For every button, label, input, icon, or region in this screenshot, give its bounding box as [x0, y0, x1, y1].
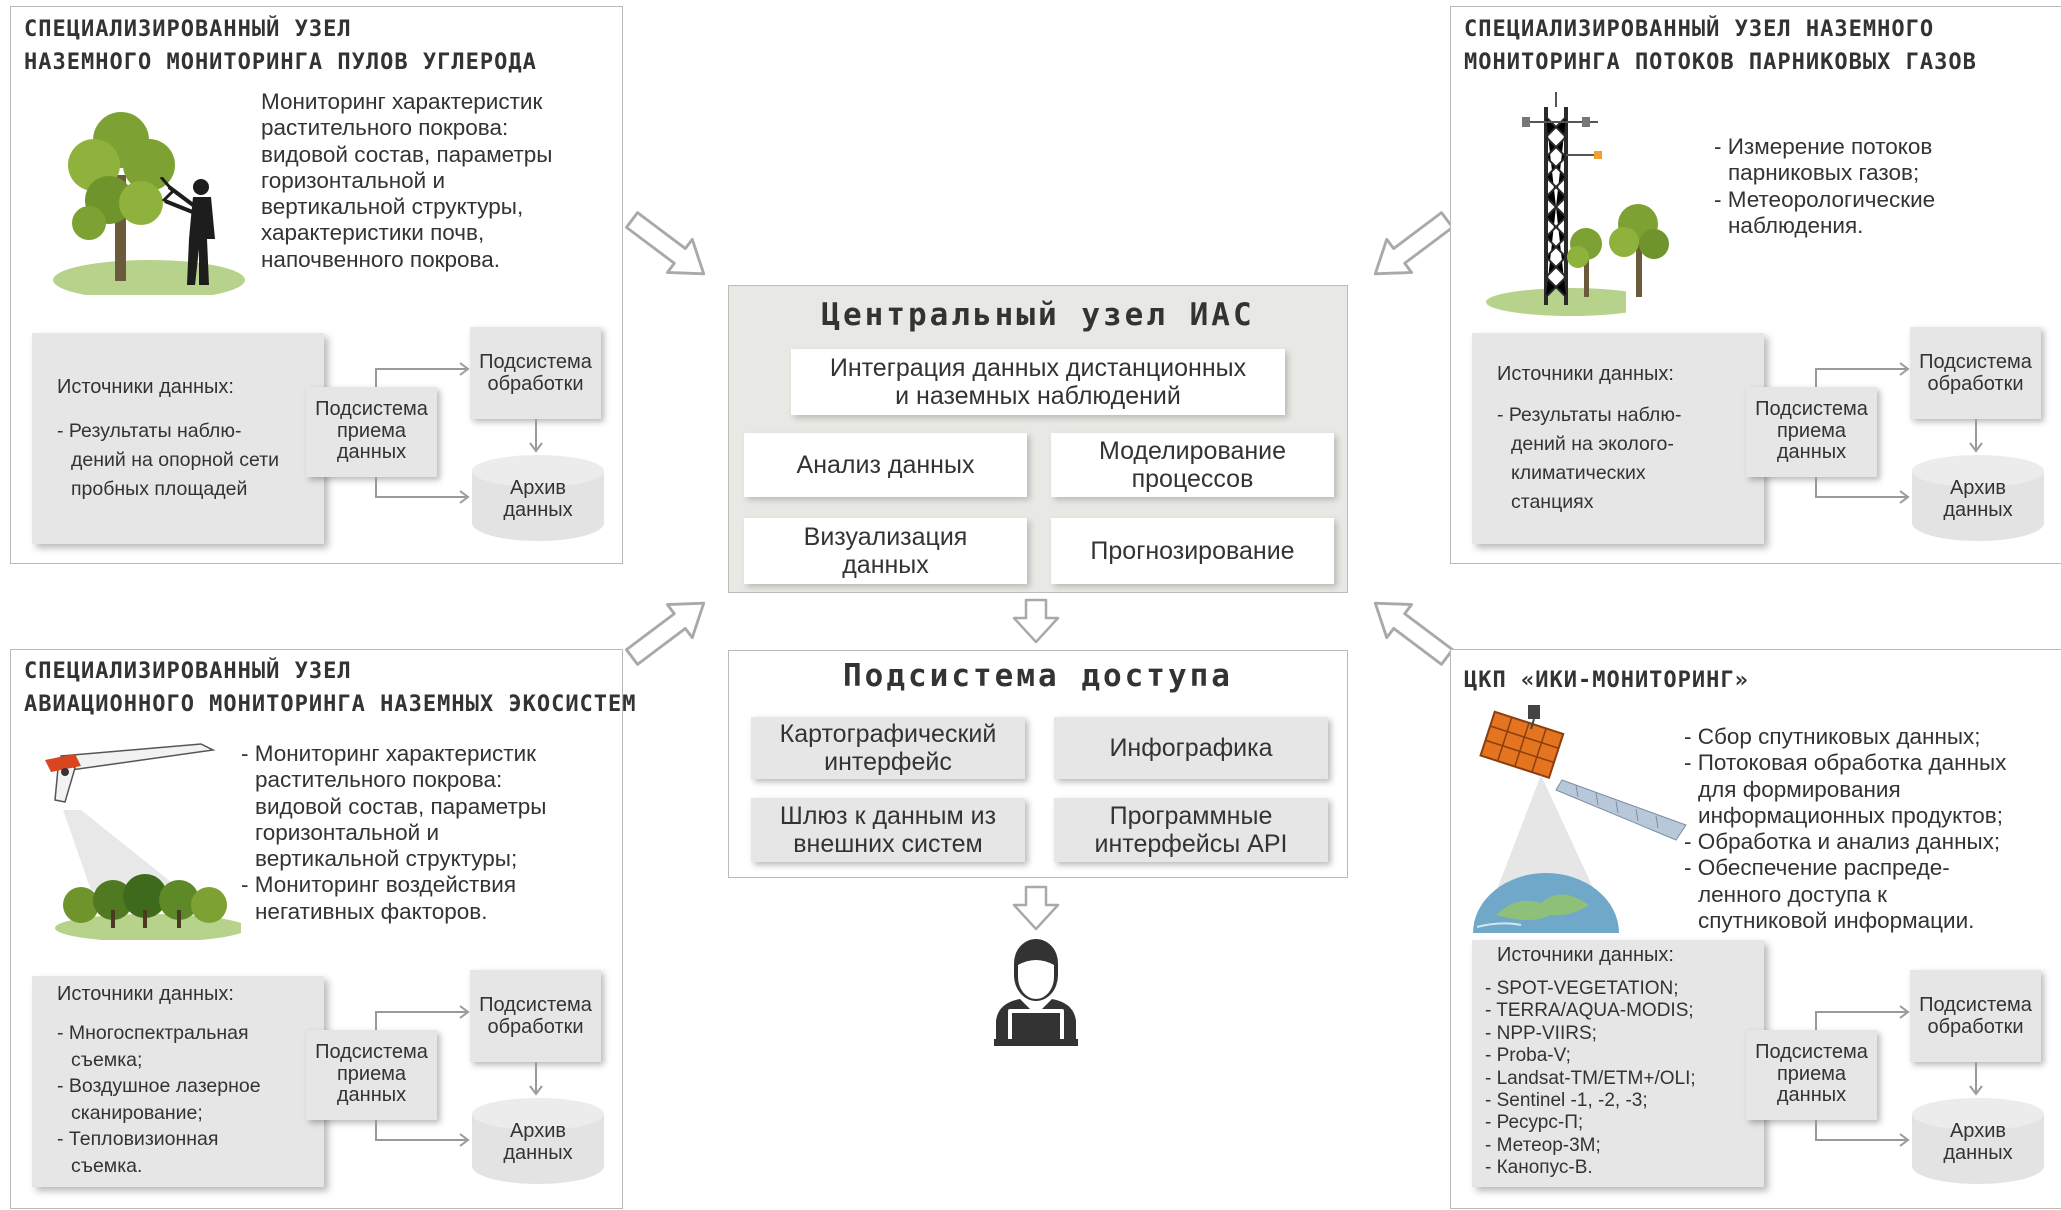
ghg-monitoring-node: Специализированный узел наземного монито… [1450, 6, 2061, 564]
processing-subsystem: Подсистема обработки [470, 327, 601, 419]
flow-connectors [1815, 1005, 1983, 1147]
panel-description: - Мониторинг характеристик растительного… [241, 741, 547, 924]
arrow-icon [1373, 211, 1454, 276]
processing-subsystem: Подсистема обработки [470, 970, 601, 1062]
data-sources-title: Источники данных: [57, 983, 234, 1005]
central-node-title: Центральный узел ИАС [821, 297, 1255, 333]
panel-description: - Сбор спутниковых данных; - Потоковая о… [1684, 724, 2007, 934]
integration-box: Интеграция данных дистанционных и наземн… [791, 349, 1285, 415]
carbon-monitoring-node: Специализированный узел наземного монито… [10, 6, 623, 564]
satellite-icon [1479, 705, 1687, 841]
database-icon [472, 455, 604, 541]
panel-description: - Измерение потоков парниковых газов; - … [1714, 134, 1936, 238]
data-sources-box: Источники данных: - SPOT-VEGETATION; - T… [1472, 940, 1764, 1187]
drone-icon [45, 743, 216, 803]
flux-tower-icon [1486, 92, 1626, 316]
arrow-icon [1012, 885, 1060, 931]
reception-subsystem: Подсистема приема данных [1746, 387, 1877, 477]
infographics-box: Инфографика [1054, 717, 1328, 779]
data-sources-title: Источники данных: [57, 376, 234, 398]
data-sources-list: - Многоспектральная съемка; - Воздушное … [57, 1022, 261, 1177]
tree-icon [53, 112, 245, 295]
reception-subsystem: Подсистема приема данных [306, 1030, 437, 1120]
panel-title: Специализированный узел авиационного мон… [24, 659, 637, 717]
analysis-box: Анализ данных [744, 433, 1027, 497]
data-sources-box: Источники данных: - Многоспектральная съ… [32, 976, 324, 1187]
access-subsystem-title: Подсистема доступа [843, 658, 1233, 694]
database-icon [472, 1098, 604, 1184]
flow-connectors [375, 1005, 543, 1147]
arrow-icon [1373, 601, 1454, 666]
api-box: Программные интерфейсы API [1054, 798, 1328, 862]
reception-subsystem: Подсистема приема данных [306, 387, 437, 477]
trees-icon [1567, 204, 1669, 297]
earth-icon [1473, 775, 1619, 933]
surveyor-icon [159, 177, 215, 285]
cartographic-interface-box: Картографический интерфейс [751, 717, 1025, 779]
data-sources-box: Источники данных: - Результаты наблю- де… [32, 333, 324, 544]
user-laptop-icon [994, 939, 1078, 1046]
visualization-box: Визуализация данных [744, 518, 1027, 584]
flow-connectors [1815, 362, 1983, 504]
external-gateway-box: Шлюз к данным из внешних систем [751, 798, 1025, 862]
data-sources-title: Источники данных: [1497, 944, 1674, 966]
iki-monitoring-node: ЦКП «ИКИ-Мониторинг» - Сбор спутниковых … [1450, 649, 2061, 1209]
forecasting-box: Прогнозирование [1051, 518, 1334, 584]
central-node: Центральный узел ИАС Интеграция данных д… [728, 285, 1348, 593]
panel-title: ЦКП «ИКИ-Мониторинг» [1464, 668, 1749, 693]
panel-title: Специализированный узел наземного монито… [1464, 17, 1977, 75]
data-sources-box: Источники данных: - Результаты наблю- де… [1472, 333, 1764, 544]
panel-description: Мониторинг характеристик растительного п… [261, 89, 553, 272]
data-archive: Архив данных [1910, 1096, 2046, 1188]
data-sources-title: Источники данных: [1497, 363, 1674, 385]
data-sources-list: - Результаты наблю- дений на опорной сет… [57, 420, 280, 500]
processing-subsystem: Подсистема обработки [1910, 327, 2041, 419]
aviation-monitoring-node: Специализированный узел авиационного мон… [10, 649, 636, 1209]
data-sources-list: - Результаты наблю- дений на эколого- кл… [1497, 404, 1682, 513]
access-subsystem: Подсистема доступа Картографический инте… [728, 650, 1348, 878]
modeling-box: Моделирование процессов [1051, 433, 1334, 497]
arrow-icon [625, 601, 706, 666]
database-icon [1912, 1098, 2044, 1184]
data-archive: Архив данных [1910, 453, 2046, 545]
database-icon [1912, 455, 2044, 541]
processing-subsystem: Подсистема обработки [1910, 970, 2041, 1062]
reception-subsystem: Подсистема приема данных [1746, 1030, 1877, 1120]
arrow-icon [1012, 598, 1060, 644]
panel-title: Специализированный узел наземного монито… [24, 17, 537, 75]
forest-icon [55, 810, 241, 940]
data-sources-list: - SPOT-VEGETATION; - TERRA/AQUA-MODIS; -… [1485, 978, 1696, 1179]
data-archive: Архив данных [470, 453, 606, 545]
data-archive: Архив данных [470, 1096, 606, 1188]
flow-connectors [375, 362, 543, 504]
arrow-icon [625, 211, 706, 276]
